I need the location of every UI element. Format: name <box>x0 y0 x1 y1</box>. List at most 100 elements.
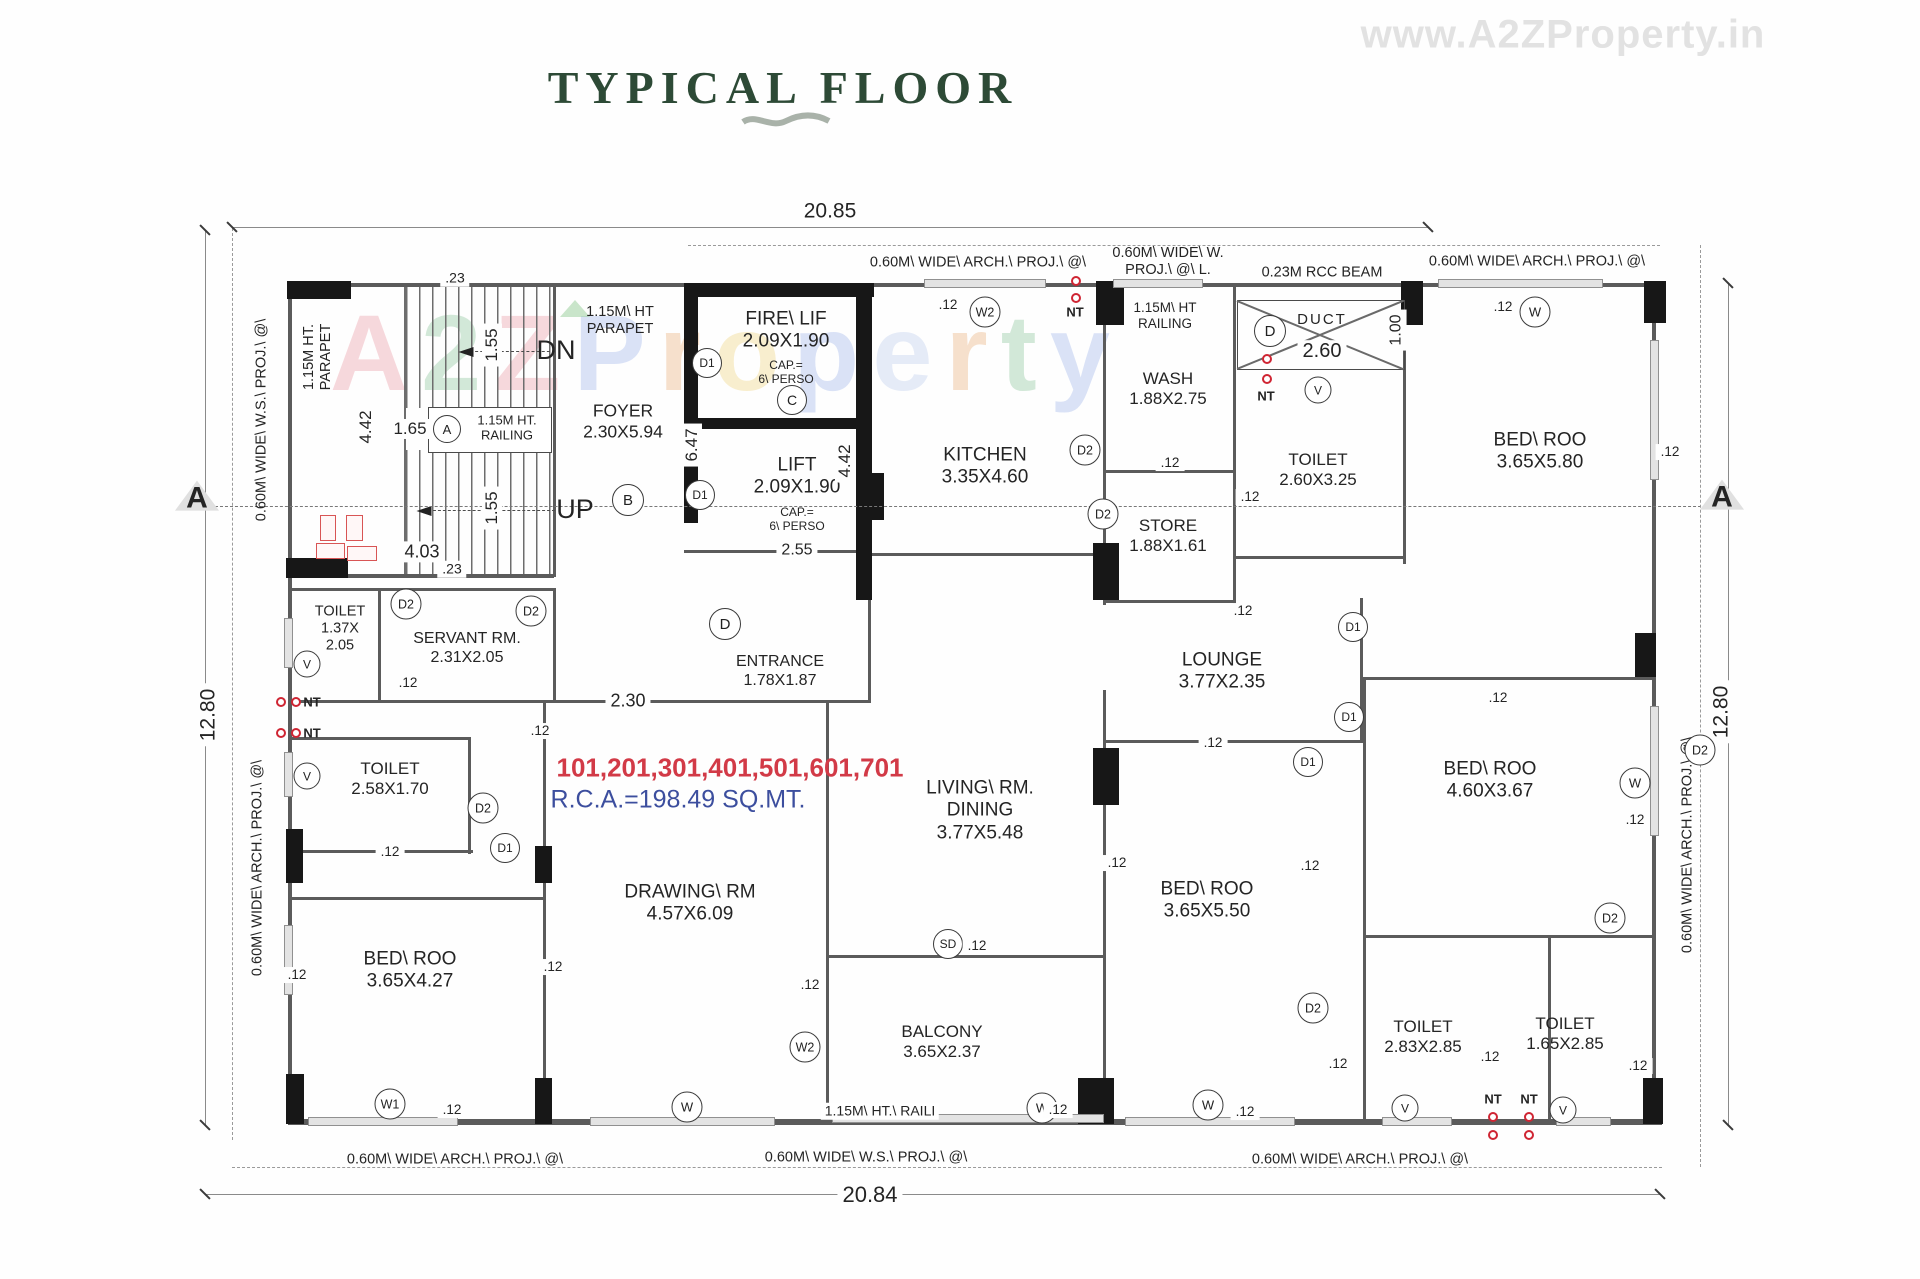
wall <box>288 737 471 740</box>
wall <box>1103 283 1106 605</box>
wall <box>288 574 554 578</box>
room-label-bed-right: BED\ ROO 4.60X3.67 <box>1443 758 1537 802</box>
projection-label: 0.60M\ WIDE\ ARCH.\ PROJ.\ @\ <box>1251 1151 1469 1168</box>
brand-letter: t <box>1000 292 1037 413</box>
marker-v: V <box>293 650 321 678</box>
projection-label: 0.60M\ WIDE\ ARCH.\ PROJ.\ @\ <box>346 1151 564 1168</box>
projection-boundary-bottom <box>232 1167 1662 1168</box>
projection-boundary-right <box>1700 245 1701 1167</box>
marker-d2: D2 <box>1069 434 1101 466</box>
dim-23: .23 <box>440 269 470 287</box>
marker-v: V <box>1304 376 1332 404</box>
marker-label: B <box>622 491 633 509</box>
dim-12: .12 <box>1228 603 1258 619</box>
lift-capacity: CAP.= 6\ PERSO <box>769 504 825 533</box>
stair-up-label: UP <box>556 494 594 525</box>
wall <box>1105 600 1235 603</box>
fire-lift-capacity: CAP.= 6\ PERSO <box>758 357 814 386</box>
dim-1-00: 1.00 <box>1387 309 1407 351</box>
nt-dot <box>1071 293 1081 303</box>
projection-label: 0.60M\ WIDE\ ARCH.\ PROJ.\ @\ <box>249 759 266 977</box>
dim-bottom: 20.84 <box>837 1182 903 1208</box>
title-swash <box>741 112 831 127</box>
dim-4-42: 4.42 <box>834 439 856 483</box>
dim-12: .12 <box>1102 855 1132 871</box>
projection-label: 0.60M\ WIDE\ W.S.\ PROJ.\ @\ <box>253 318 270 522</box>
wall <box>1360 598 1363 742</box>
wall <box>868 556 871 703</box>
wall <box>543 700 546 1121</box>
table-icon <box>347 546 377 561</box>
column <box>1093 543 1119 600</box>
wall <box>1103 690 1106 1121</box>
dim-top: 20.85 <box>798 199 862 225</box>
window <box>1382 1117 1452 1126</box>
wall <box>553 283 556 577</box>
marker-label: D1 <box>497 841 513 855</box>
dim-12: .12 <box>1235 489 1265 505</box>
nt-dot <box>1488 1112 1498 1122</box>
marker-w2: W2 <box>969 296 1001 328</box>
stair-flight-upper <box>406 287 555 408</box>
dim-12: .12 <box>1230 1104 1260 1120</box>
dim-12: .12 <box>1475 1049 1505 1065</box>
column <box>1401 281 1423 325</box>
column <box>287 281 351 299</box>
column <box>286 829 303 883</box>
dim-12: .12 <box>1620 812 1650 828</box>
dim-12: .12 <box>1655 444 1685 460</box>
dim-line-top <box>232 227 1428 228</box>
brand-letter: A <box>330 292 408 413</box>
window <box>924 279 1046 288</box>
marker-label: D2 <box>1095 507 1111 521</box>
marker-d2: D2 <box>1087 498 1119 530</box>
marker-d2: D2 <box>467 792 499 824</box>
projection-label: 0.60M\ WIDE\ ARCH.\ PROJ.\ @\ <box>1679 736 1696 954</box>
marker-label: D1 <box>699 356 715 370</box>
dim-12: .12 <box>1488 299 1518 315</box>
marker-label: D2 <box>398 597 414 611</box>
dim-4-03: 4.03 <box>399 541 445 563</box>
window <box>1438 279 1603 288</box>
nt-label: NT <box>1257 388 1275 404</box>
marker-label: W1 <box>380 1097 400 1111</box>
wall <box>1652 283 1656 1124</box>
wall <box>468 737 471 854</box>
stair-dn-label: DN <box>536 335 576 366</box>
window <box>1650 706 1659 836</box>
marker-label: D2 <box>1077 443 1093 457</box>
marker-label: V <box>1313 383 1322 397</box>
marker-label: W <box>1528 304 1542 320</box>
projection-label: 0.60M\ WIDE\ ARCH.\ PROJ.\ @\ <box>1428 253 1646 270</box>
column <box>535 1078 552 1124</box>
wall <box>378 588 381 702</box>
marker-w1: W1 <box>374 1088 406 1120</box>
marker-d1: D1 <box>1293 747 1323 777</box>
marker-w: W <box>671 1091 703 1123</box>
dim-12: .12 <box>282 967 312 983</box>
marker-label: D1 <box>1341 710 1357 724</box>
marker-label: V <box>302 657 311 671</box>
nt-label: NT <box>1484 1091 1502 1107</box>
room-label-wash: WASH 1.88X2.75 <box>1129 368 1207 408</box>
wall <box>1363 677 1655 680</box>
projection-label: 0.60M\ WIDE\ W. PROJ.\ @\ L. <box>1112 244 1224 278</box>
dim-12: .12 <box>1043 1102 1073 1118</box>
stair-walkline <box>470 351 555 352</box>
dim-12: .12 <box>1483 690 1513 706</box>
wall <box>1363 935 1655 938</box>
dim-4-42: 4.42 <box>355 405 377 449</box>
dim-right: 12.80 <box>1709 680 1735 744</box>
nt-dot <box>276 697 286 707</box>
wall <box>1103 740 1363 743</box>
marker-label: D2 <box>1602 911 1618 925</box>
marker-label: D2 <box>475 801 491 815</box>
section-line-aa <box>205 506 1731 507</box>
nt-label: NT <box>303 694 321 710</box>
marker-sd: SD <box>933 929 963 959</box>
column <box>286 1074 304 1124</box>
column <box>866 473 884 520</box>
section-marker-triangle <box>175 480 219 511</box>
brand-house-icon <box>560 300 590 317</box>
